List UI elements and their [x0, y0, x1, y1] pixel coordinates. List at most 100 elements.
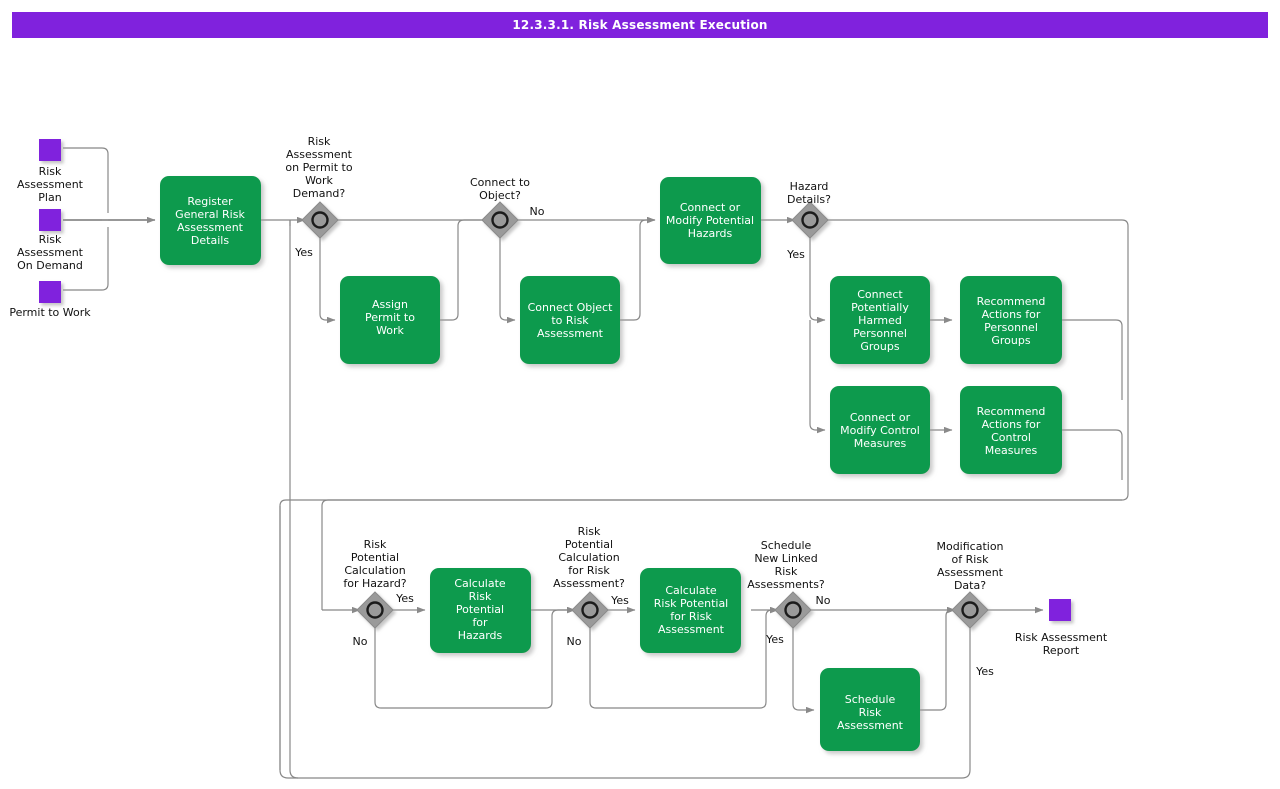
- edge-gcalchazard-no-loop: [374, 606, 576, 709]
- svg-text:Permit to Work: Permit to Work: [9, 306, 91, 319]
- task-calculate-risk-potential-for-hazards[interactable]: Calculate Risk Potential for Hazards: [430, 568, 531, 653]
- svg-text:Recommend: Recommend: [977, 405, 1046, 418]
- svg-text:Measures: Measures: [985, 444, 1038, 457]
- svg-text:Recommend: Recommend: [977, 295, 1046, 308]
- edge-schedulera-return: [920, 606, 956, 711]
- svg-text:Modify Control: Modify Control: [840, 424, 920, 437]
- task-connect-potentially-harmed-personnel-groups[interactable]: Connect Potentially Harmed Personnel Gro…: [830, 276, 930, 364]
- svg-text:Object?: Object?: [479, 189, 521, 202]
- end-event-risk-assessment-report[interactable]: Risk Assessment Report: [1015, 599, 1108, 657]
- flow-label-yes-modify: Yes: [975, 665, 994, 678]
- task-schedule-risk-assessment[interactable]: Schedule Risk Assessment: [820, 668, 920, 751]
- edge-gpermit-yes-assign: [319, 235, 336, 324]
- svg-text:Assessment: Assessment: [537, 327, 604, 340]
- svg-text:Assessment: Assessment: [17, 246, 84, 259]
- edge-gschedule-yes: [792, 625, 815, 714]
- svg-text:Connect to: Connect to: [470, 176, 530, 189]
- start-event-permit-to-work[interactable]: Permit to Work: [9, 281, 91, 319]
- svg-text:Risk: Risk: [364, 538, 387, 551]
- edge-gcalcra-no-loop: [589, 606, 779, 709]
- svg-text:Report: Report: [1043, 644, 1080, 657]
- svg-text:Potential: Potential: [456, 603, 504, 616]
- svg-text:Risk: Risk: [859, 706, 882, 719]
- svg-text:Assign: Assign: [372, 298, 408, 311]
- svg-text:Schedule: Schedule: [845, 693, 896, 706]
- svg-text:Assessments?: Assessments?: [747, 578, 825, 591]
- task-recommend-actions-for-control-measures[interactable]: Recommend Actions for Control Measures: [960, 386, 1062, 474]
- svg-text:Permit to: Permit to: [365, 311, 415, 324]
- svg-text:Modify Potential: Modify Potential: [666, 214, 754, 227]
- flow-label-no-schedule: No: [816, 594, 831, 607]
- svg-text:Personnel: Personnel: [853, 327, 907, 340]
- svg-text:Calculation: Calculation: [344, 564, 405, 577]
- edge-bottomloop-in-horiz: [321, 499, 1122, 507]
- svg-text:General Risk: General Risk: [175, 208, 245, 221]
- svg-text:Potential: Potential: [565, 538, 613, 551]
- svg-text:Calculation: Calculation: [558, 551, 619, 564]
- svg-text:Demand?: Demand?: [293, 187, 346, 200]
- svg-text:Connect or: Connect or: [680, 201, 741, 214]
- task-calculate-risk-potential-for-risk-assessment[interactable]: Calculate Risk Potential for Risk Assess…: [640, 568, 741, 653]
- task-connect-or-modify-potential-hazards[interactable]: Connect or Modify Potential Hazards: [660, 177, 761, 264]
- svg-text:Measures: Measures: [854, 437, 907, 450]
- svg-text:Risk Assessment: Risk Assessment: [1015, 631, 1108, 644]
- start-event-risk-assessment-on-demand[interactable]: Risk Assessment On Demand: [17, 209, 84, 272]
- svg-text:Risk: Risk: [308, 135, 331, 148]
- svg-text:Risk Potential: Risk Potential: [654, 597, 729, 610]
- task-connect-or-modify-control-measures[interactable]: Connect or Modify Control Measures: [830, 386, 930, 474]
- svg-text:Assessment: Assessment: [937, 566, 1004, 579]
- task-register-general-risk-assessment-details[interactable]: Register General Risk Assessment Details: [160, 176, 261, 265]
- svg-text:New Linked: New Linked: [754, 552, 817, 565]
- gateway-risk-potential-calculation-for-hazard[interactable]: Risk Potential Calculation for Hazard?: [343, 538, 407, 629]
- svg-text:Risk: Risk: [775, 565, 798, 578]
- edge-gmodify-yes-loop: [288, 625, 971, 779]
- edge-reccontrol-return: [1062, 429, 1123, 480]
- svg-text:Data?: Data?: [954, 579, 986, 592]
- svg-text:Calculate: Calculate: [454, 577, 506, 590]
- svg-text:Details: Details: [191, 234, 229, 247]
- flow-label-no-calc-ra: No: [567, 635, 582, 648]
- svg-text:Risk: Risk: [578, 525, 601, 538]
- gateway-connect-to-object[interactable]: Connect to Object?: [470, 176, 530, 239]
- task-connect-object-to-risk-assessment[interactable]: Connect Object to Risk Assessment: [520, 276, 620, 364]
- svg-text:Personnel: Personnel: [984, 321, 1038, 334]
- flow-label-yes-permit: Yes: [294, 246, 313, 259]
- svg-text:Connect: Connect: [857, 288, 903, 301]
- start-event-risk-assessment-plan[interactable]: Risk Assessment Plan: [17, 139, 84, 204]
- flow-label-yes-hazard: Yes: [786, 248, 805, 261]
- gateway-hazard-details[interactable]: Hazard Details?: [787, 180, 831, 239]
- edge-main-left-down: [289, 220, 299, 779]
- svg-text:on Permit to: on Permit to: [285, 161, 352, 174]
- svg-text:Connect or: Connect or: [850, 411, 911, 424]
- svg-text:Plan: Plan: [38, 191, 61, 204]
- svg-text:Assessment: Assessment: [837, 719, 904, 732]
- svg-text:Actions for: Actions for: [982, 308, 1041, 321]
- svg-text:Connect Object: Connect Object: [528, 301, 613, 314]
- gateway-risk-potential-calculation-for-risk-assessment[interactable]: Risk Potential Calculation for Risk Asse…: [553, 525, 625, 629]
- task-recommend-actions-for-personnel-groups[interactable]: Recommend Actions for Personnel Groups: [960, 276, 1062, 364]
- svg-text:Register: Register: [187, 195, 233, 208]
- svg-text:Schedule: Schedule: [761, 539, 812, 552]
- flow-label-yes-calc-ra: Yes: [610, 594, 629, 607]
- gateway-schedule-new-linked-risk-assessments[interactable]: Schedule New Linked Risk Assessments?: [747, 539, 825, 629]
- task-assign-permit-to-work[interactable]: Assign Permit to Work: [340, 276, 440, 364]
- svg-text:to Risk: to Risk: [551, 314, 589, 327]
- svg-text:Hazards: Hazards: [458, 629, 503, 642]
- svg-text:Potentially: Potentially: [851, 301, 909, 314]
- event-label-line: Risk: [39, 165, 62, 178]
- flow-label-yes-schedule: Yes: [765, 633, 784, 646]
- svg-text:Details?: Details?: [787, 193, 831, 206]
- edge-plan-to-join: [63, 147, 109, 213]
- svg-text:of Risk: of Risk: [952, 553, 990, 566]
- gateway-modification-of-risk-assessment-data[interactable]: Modification of Risk Assessment Data?: [936, 540, 1004, 629]
- svg-text:for Hazard?: for Hazard?: [343, 577, 406, 590]
- gateway-risk-assessment-on-permit-to-work-demand[interactable]: Risk Assessment on Permit to Work Demand…: [285, 135, 353, 239]
- connector-layer: [63, 147, 1129, 779]
- edge-gobject-yes-connectobject: [499, 235, 516, 324]
- edge-recpersonnel-return: [1062, 319, 1123, 400]
- svg-text:Groups: Groups: [860, 340, 899, 353]
- svg-text:Risk: Risk: [469, 590, 492, 603]
- svg-text:Assessment: Assessment: [286, 148, 353, 161]
